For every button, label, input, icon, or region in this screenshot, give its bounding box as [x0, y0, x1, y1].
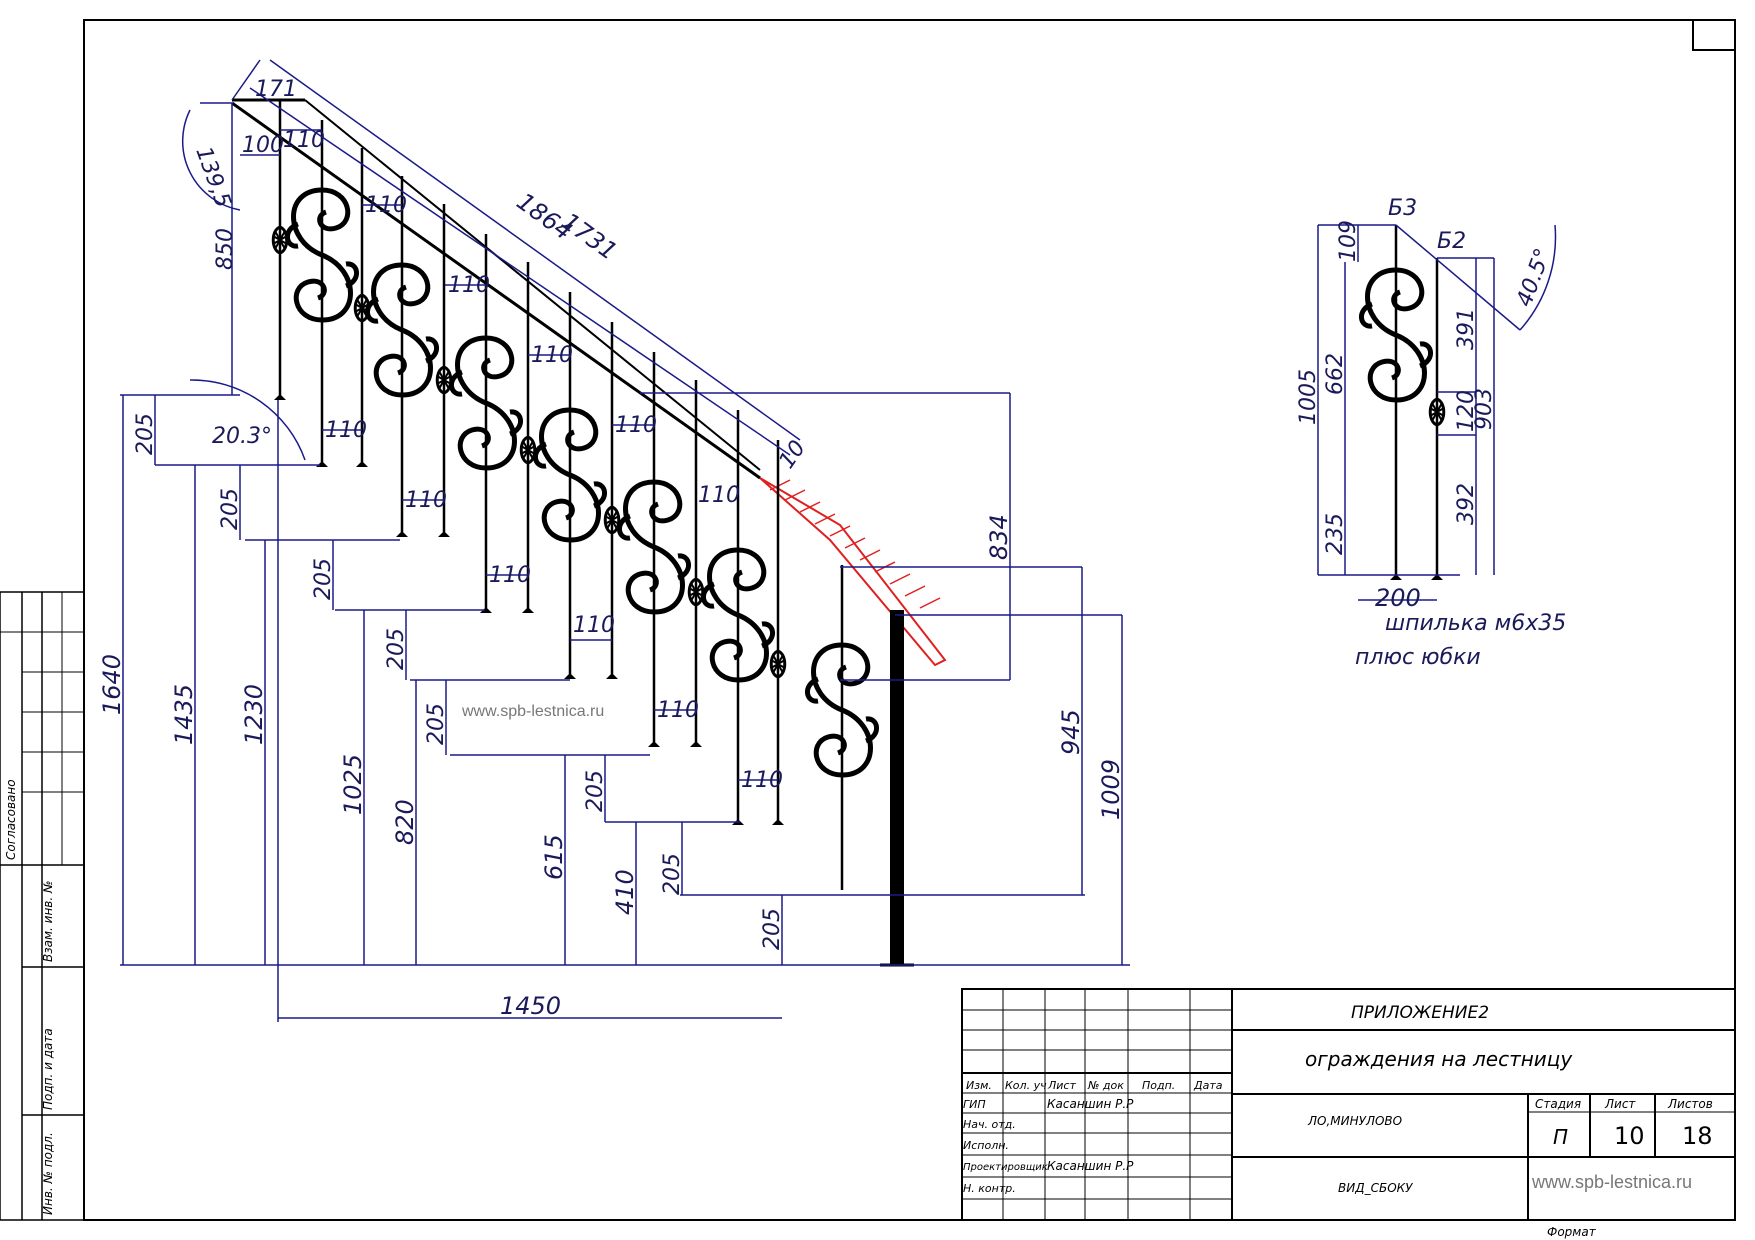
- dim-205-d: 205: [384, 628, 409, 670]
- role-gip: ГИП: [963, 1098, 986, 1111]
- dim-615: 615: [540, 834, 568, 880]
- detail-903: 903: [1472, 388, 1497, 430]
- dim-410: 410: [611, 869, 639, 915]
- stage-value: П: [1553, 1125, 1568, 1149]
- detail-109: 109: [1336, 220, 1361, 262]
- hdr-list: Лист: [1047, 1079, 1076, 1092]
- detail-235: 235: [1323, 513, 1348, 555]
- corner-box: [1692, 19, 1736, 51]
- dim-110-j: 110: [573, 613, 615, 638]
- detail-391: 391: [1454, 308, 1479, 350]
- location-text: ЛО,МИНУЛОВО: [1307, 1114, 1402, 1128]
- dim-110-a: 110: [283, 128, 325, 153]
- baluster-detail: Б3 Б2 40.5° 1005 662 109 235 391 120 903…: [1296, 196, 1566, 670]
- view-text: ВИД_СБОКУ: [1338, 1181, 1413, 1195]
- detail-392: 392: [1454, 483, 1479, 525]
- newel-post: [890, 610, 904, 965]
- dim-1230: 1230: [240, 684, 268, 745]
- dim-110-e: 110: [615, 413, 657, 438]
- dim-110-d: 110: [531, 343, 573, 368]
- watermark: www.spb-lestnica.ru: [461, 703, 604, 720]
- stage-label: Стадия: [1535, 1097, 1581, 1111]
- dim-834: 834: [985, 514, 1013, 560]
- detail-b2: Б2: [1437, 229, 1466, 254]
- hdr-izm: Изм.: [966, 1079, 992, 1092]
- handrail-section: [759, 477, 947, 667]
- dim-139: 139,5: [190, 144, 235, 212]
- dimension-lines: [120, 59, 1130, 1022]
- sheets-value: 18: [1682, 1122, 1713, 1150]
- detail-1005: 1005: [1296, 369, 1321, 425]
- description-text: ограждения на лестницу: [1305, 1047, 1573, 1071]
- railing-elevation: [231, 98, 947, 967]
- dim-110-f: 110: [698, 483, 740, 508]
- dim-1025: 1025: [339, 754, 367, 815]
- dim-100: 100: [242, 133, 284, 158]
- sheet-value: 10: [1614, 1122, 1645, 1150]
- detail-b3: Б3: [1388, 196, 1417, 221]
- dim-110-h: 110: [405, 488, 447, 513]
- dim-110-g: 110: [325, 418, 367, 443]
- dim-820: 820: [391, 799, 419, 845]
- sheet-label: Лист: [1604, 1097, 1636, 1111]
- dim-850: 850: [213, 228, 238, 270]
- role-designer: Проектировщик: [963, 1162, 1048, 1173]
- dim-205-f: 205: [583, 770, 608, 812]
- dim-205-h: 205: [760, 908, 785, 950]
- baluster-feet: [274, 394, 784, 825]
- dim-110-c: 110: [448, 273, 490, 298]
- handrail-line: [231, 101, 761, 480]
- handrail-edge: [304, 99, 761, 471]
- dim-205-g: 205: [660, 853, 685, 895]
- role-head: Нач. отд.: [963, 1118, 1016, 1131]
- dim-945: 945: [1057, 709, 1085, 755]
- detail-120: 120: [1454, 390, 1479, 432]
- side-stamp: Согласовано Взам. инв. № Подп. и дата Ин…: [0, 591, 85, 1221]
- hdr-kol: Кол. уч: [1005, 1079, 1047, 1092]
- hdr-doc: № док: [1087, 1079, 1124, 1092]
- approved-label: Согласовано: [4, 779, 18, 860]
- stair-steps: [155, 464, 1085, 896]
- site-text: www.spb-lestnica.ru: [1531, 1172, 1692, 1192]
- dim-angle: 20.3°: [212, 424, 272, 449]
- sign-date-label: Подп. и дата: [41, 1028, 55, 1110]
- inv-repl-label: Взам. инв. №: [41, 881, 55, 962]
- detail-662: 662: [1323, 353, 1348, 395]
- dim-110-k: 110: [657, 698, 699, 723]
- sheets-label: Листов: [1667, 1097, 1713, 1111]
- dim-1731: 1731: [556, 207, 622, 266]
- name-designer: Касаншин Р.Р: [1047, 1159, 1134, 1173]
- dim-110-i: 110: [489, 563, 531, 588]
- dim-110-b: 110: [365, 193, 407, 218]
- detail-note1: шпилька м6х35: [1385, 611, 1566, 636]
- dim-110-l: 110: [741, 768, 783, 793]
- inv-orig-label: Инв. № подл.: [41, 1132, 55, 1215]
- dim-1450: 1450: [500, 992, 561, 1020]
- dim-205-e: 205: [424, 703, 449, 745]
- dim-205-a: 205: [133, 413, 158, 455]
- dim-1009: 1009: [1097, 759, 1125, 820]
- dim-1435: 1435: [170, 684, 198, 745]
- format-label: Формат: [1547, 1225, 1597, 1239]
- role-control: Н. контр.: [963, 1182, 1016, 1195]
- detail-note2: плюс юбки: [1355, 645, 1481, 670]
- appendix-label: ПРИЛОЖЕНИЕ2: [1351, 1003, 1489, 1023]
- hdr-sign: Подп.: [1142, 1079, 1175, 1092]
- dim-205-c: 205: [311, 558, 336, 600]
- hdr-date: Дата: [1193, 1079, 1223, 1092]
- dim-171: 171: [255, 77, 297, 102]
- dim-205-b: 205: [218, 488, 243, 530]
- dim-10: 10: [774, 436, 811, 473]
- detail-200: 200: [1375, 584, 1421, 612]
- role-exec: Исполн.: [963, 1139, 1009, 1152]
- name-gip: Касаншин Р.Р: [1047, 1097, 1134, 1111]
- dim-1640: 1640: [98, 654, 126, 715]
- title-block: Изм. Кол. уч Лист № док Подп. Дата ГИП Н…: [961, 988, 1736, 1239]
